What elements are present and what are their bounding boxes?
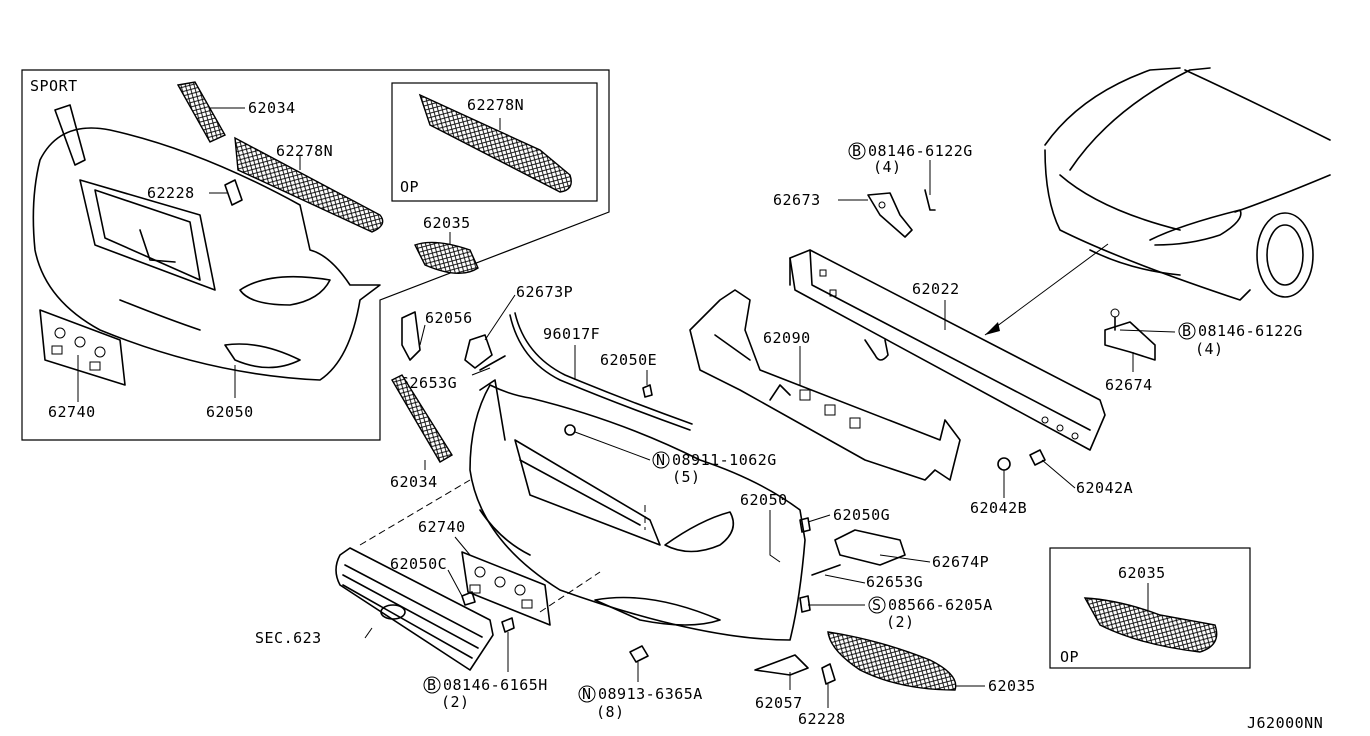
label-62050E: 62050E bbox=[600, 351, 657, 369]
grille-62034: 62034 bbox=[390, 374, 453, 491]
nut-08911: N 08911-1062G (5) bbox=[564, 424, 777, 486]
grille-62035: 62035 bbox=[827, 631, 1036, 695]
label-62653G: 62653G bbox=[866, 573, 923, 591]
label-62042A: 62042A bbox=[1076, 479, 1133, 497]
sport-inset-title: SPORT bbox=[30, 77, 78, 95]
front-grille-sec623: SEC.623 bbox=[255, 547, 494, 671]
label-62050G: 62050G bbox=[833, 506, 890, 524]
label-62057: 62057 bbox=[755, 694, 803, 712]
right-side-fasteners: 62050G 62674P 62653G S 08566-6205A (2) bbox=[799, 506, 993, 631]
bracket-62673: 62673 B 08146-6122G (4) bbox=[773, 142, 973, 238]
car-front-sketch bbox=[984, 67, 1331, 336]
sport-grille-62034 bbox=[176, 81, 226, 143]
op-inset-right: OP 62035 bbox=[1049, 547, 1251, 669]
label-62673P: 62673P bbox=[516, 283, 573, 301]
label-62050: 62050 bbox=[740, 491, 788, 509]
label-62050C: 62050C bbox=[390, 555, 447, 573]
bolt-symbol-top: B bbox=[852, 142, 862, 160]
label-bolt-right-qty: (4) bbox=[1195, 340, 1224, 358]
label-sport-62035: 62035 bbox=[423, 214, 471, 232]
clip-62050C: 62050C bbox=[390, 555, 476, 606]
label-sport-62050: 62050 bbox=[206, 403, 254, 421]
op-inset-top-border bbox=[391, 82, 598, 202]
label-62042B: 62042B bbox=[970, 499, 1027, 517]
label-62035: 62035 bbox=[988, 677, 1036, 695]
label-bolt-top-code: 08146-6122G bbox=[868, 142, 973, 160]
nut-08913: N 08913-6365A (8) bbox=[578, 645, 703, 721]
brackets-left: 62056 62673P 62653G bbox=[400, 283, 573, 392]
label-sec623: SEC.623 bbox=[255, 629, 322, 647]
label-62674P: 62674P bbox=[932, 553, 989, 571]
label-op-62278N: 62278N bbox=[467, 96, 524, 114]
license-bracket-62740: 62740 bbox=[418, 518, 551, 626]
label-screw-qty: (2) bbox=[886, 613, 915, 631]
bracket-62674: B 08146-6122G (4) 62674 bbox=[1104, 308, 1303, 394]
label-bolt-bottom-code: 08146-6165H bbox=[443, 676, 548, 694]
label-bolt-right-code: 08146-6122G bbox=[1198, 322, 1303, 340]
dashed-guides bbox=[359, 479, 646, 613]
op-inset-top: OP 62278N bbox=[391, 82, 598, 202]
label-sport-62228: 62228 bbox=[147, 184, 195, 202]
absorber-62090: 62090 bbox=[689, 289, 961, 481]
diagram-id: J62000NN bbox=[1247, 714, 1323, 732]
label-nut-08911-qty: (5) bbox=[672, 468, 701, 486]
nut-symbol-1: N bbox=[656, 451, 666, 469]
op-inset-right-border bbox=[1049, 547, 1251, 669]
bottom-small-parts: 62057 62228 bbox=[754, 654, 846, 728]
label-62228: 62228 bbox=[798, 710, 846, 728]
label-62090: 62090 bbox=[763, 329, 811, 347]
molding-96017F: 96017F bbox=[509, 312, 693, 431]
bolt-symbol-bottom: B bbox=[427, 676, 437, 694]
sport-inset-border bbox=[21, 69, 610, 441]
op-inset-top-title: OP bbox=[400, 178, 419, 196]
sport-clip-62228 bbox=[224, 179, 243, 206]
label-sport-62278N: 62278N bbox=[276, 142, 333, 160]
sport-grille-62278N bbox=[234, 136, 384, 233]
nut-symbol-2: N bbox=[582, 685, 592, 703]
sport-grille-62035 bbox=[414, 241, 479, 274]
label-screw-code: 08566-6205A bbox=[888, 596, 993, 614]
op-grille-62035 bbox=[1083, 597, 1218, 653]
label-sport-62034: 62034 bbox=[248, 99, 296, 117]
bolt-08146-6165H: B 08146-6165H (2) bbox=[423, 617, 548, 711]
clip-62050E: 62050E bbox=[600, 351, 657, 398]
sport-license-bracket bbox=[39, 309, 126, 386]
sport-bumper-illustration bbox=[32, 104, 381, 381]
label-sport-62740: 62740 bbox=[48, 403, 96, 421]
label-62674: 62674 bbox=[1105, 376, 1153, 394]
bumper-62050: 62050 bbox=[469, 379, 806, 641]
fasteners-62042: 62042B 62042A bbox=[970, 449, 1133, 517]
reinforcement-62022: 62022 bbox=[789, 249, 1106, 451]
label-nut-08911-code: 08911-1062G bbox=[672, 451, 777, 469]
screw-symbol: S bbox=[872, 596, 882, 614]
op-inset-right-title: OP bbox=[1060, 648, 1079, 666]
label-nut-08913-qty: (8) bbox=[596, 703, 625, 721]
label-62673: 62673 bbox=[773, 191, 821, 209]
label-62056: 62056 bbox=[425, 309, 473, 327]
sport-inset: SPORT bbox=[21, 69, 610, 441]
label-nut-08913-code: 08913-6365A bbox=[598, 685, 703, 703]
label-62034: 62034 bbox=[390, 473, 438, 491]
label-op-62035: 62035 bbox=[1118, 564, 1166, 582]
label-bolt-bottom-qty: (2) bbox=[441, 693, 470, 711]
label-62653G-top: 62653G bbox=[400, 374, 457, 392]
label-62022: 62022 bbox=[912, 280, 960, 298]
bolt-symbol-right: B bbox=[1182, 322, 1192, 340]
label-96017F: 96017F bbox=[543, 325, 600, 343]
label-62740: 62740 bbox=[418, 518, 466, 536]
op-grille-62278N bbox=[418, 93, 572, 193]
label-bolt-top-qty: (4) bbox=[873, 158, 902, 176]
